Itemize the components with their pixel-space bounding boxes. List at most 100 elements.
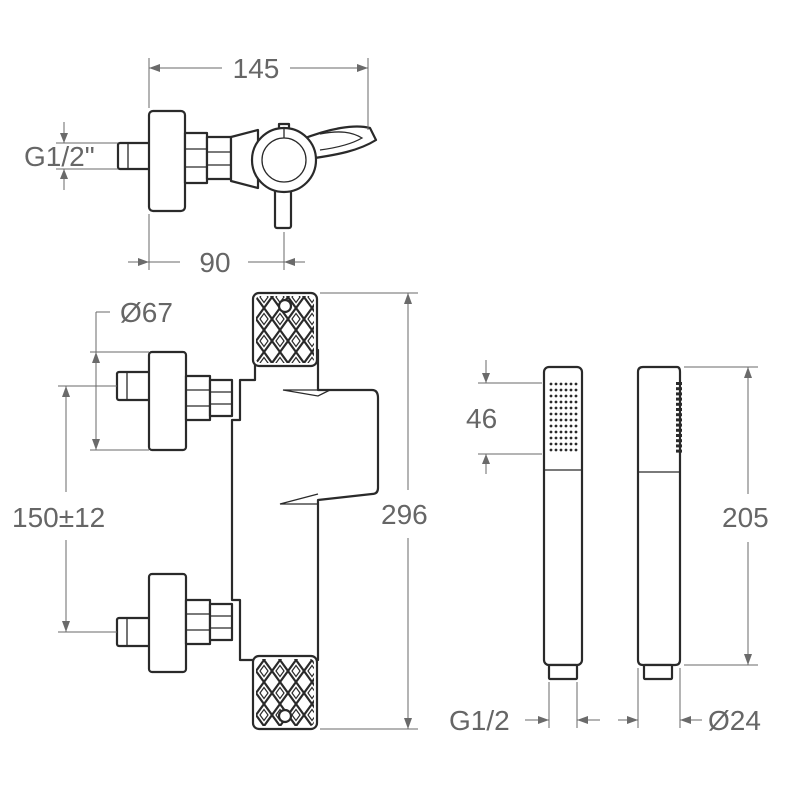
spray-nozzle — [569, 394, 573, 398]
spray-ridge — [676, 402, 682, 406]
spray-nozzle — [559, 436, 563, 440]
spray-ridge — [676, 392, 682, 396]
spray-ridge — [676, 413, 682, 417]
spray-nozzle — [549, 430, 553, 434]
spray-nozzle — [554, 400, 558, 404]
spray-nozzle — [569, 442, 573, 446]
spray-nozzle — [554, 412, 558, 416]
spray-nozzle — [554, 442, 558, 446]
spray-nozzle — [569, 448, 573, 452]
spray-nozzle — [564, 424, 568, 428]
spray-nozzle — [569, 418, 573, 422]
dim-label-hand-shower-diameter: Ø24 — [708, 705, 761, 736]
spray-nozzle — [554, 448, 558, 452]
dim-top-inlet: G1/2" — [24, 122, 118, 190]
spray-nozzle — [574, 442, 578, 446]
spray-nozzle — [569, 412, 573, 416]
spray-nozzle — [564, 406, 568, 410]
spray-nozzle — [554, 430, 558, 434]
dim-label-top-width: 145 — [233, 53, 280, 84]
spray-ridge — [676, 408, 682, 411]
top-view — [116, 109, 378, 230]
spray-ridge — [676, 444, 682, 448]
spray-ridge — [676, 382, 682, 385]
spray-nozzle — [549, 400, 553, 404]
spray-nozzle — [554, 406, 558, 410]
spray-ridge — [676, 418, 682, 422]
dim-label-top-inlet: G1/2" — [24, 141, 95, 172]
spray-nozzle — [549, 382, 553, 386]
spray-nozzle — [559, 448, 563, 452]
spray-nozzle — [569, 388, 573, 392]
spray-nozzle — [549, 448, 553, 452]
spray-nozzle — [574, 400, 578, 404]
spray-nozzle — [559, 400, 563, 404]
spray-nozzle — [549, 442, 553, 446]
dim-label-center-distance: 150±12 — [12, 502, 105, 533]
spray-nozzle — [574, 424, 578, 428]
spray-nozzle — [554, 382, 558, 386]
spray-nozzle — [574, 382, 578, 386]
spray-nozzle — [549, 394, 553, 398]
spray-nozzle — [554, 394, 558, 398]
hand-shower-side — [636, 365, 682, 681]
spray-nozzle — [569, 382, 573, 386]
dim-label-flange-diameter: Ø67 — [120, 297, 173, 328]
spray-nozzle — [574, 388, 578, 392]
side-spray-ridges — [676, 382, 682, 453]
spray-nozzle — [559, 412, 563, 416]
spray-nozzle — [559, 388, 563, 392]
spray-nozzle — [569, 400, 573, 404]
spray-nozzle — [574, 418, 578, 422]
spray-nozzle — [564, 442, 568, 446]
dim-label-height: 296 — [381, 499, 428, 530]
spray-nozzle — [559, 394, 563, 398]
spray-nozzle — [549, 388, 553, 392]
spray-ridge — [676, 423, 682, 427]
dim-label-top-depth: 90 — [199, 247, 230, 278]
spray-nozzle — [559, 430, 563, 434]
dim-hand-shower-thread: G1/2 — [449, 682, 600, 736]
dim-label-hand-shower-thread: G1/2 — [449, 705, 510, 736]
spray-ridge — [676, 428, 682, 432]
spray-nozzle — [569, 406, 573, 410]
spray-nozzle — [564, 394, 568, 398]
spray-nozzle — [549, 406, 553, 410]
spray-nozzle — [564, 448, 568, 452]
spray-nozzle — [564, 388, 568, 392]
spray-nozzle — [574, 406, 578, 410]
spray-nozzle — [559, 442, 563, 446]
dim-center-distance: 150±12 — [12, 385, 117, 633]
front-view — [115, 291, 380, 731]
spray-nozzle — [574, 394, 578, 398]
spray-nozzle — [559, 424, 563, 428]
spray-nozzles — [549, 382, 578, 452]
dim-hand-shower-diameter: Ø24 — [618, 668, 761, 736]
spray-nozzle — [559, 406, 563, 410]
spray-nozzle — [574, 430, 578, 434]
spray-nozzle — [554, 424, 558, 428]
spray-ridge — [676, 449, 682, 453]
spray-ridge — [676, 439, 682, 443]
dim-flange-diameter: Ø67 — [90, 297, 173, 451]
spray-nozzle — [564, 430, 568, 434]
spray-nozzle — [564, 382, 568, 386]
dim-head-length: 46 — [466, 360, 542, 474]
spray-nozzle — [564, 436, 568, 440]
spray-nozzle — [559, 382, 563, 386]
spray-nozzle — [574, 448, 578, 452]
dim-label-head-length: 46 — [466, 403, 497, 434]
dim-hand-shower-length: 205 — [684, 366, 769, 666]
spray-nozzle — [549, 424, 553, 428]
spray-nozzle — [554, 388, 558, 392]
dim-top-width: 145 — [148, 53, 369, 130]
spray-ridge — [676, 397, 682, 401]
dim-label-hand-shower-length: 205 — [722, 502, 769, 533]
hand-shower-front — [542, 365, 584, 681]
spray-nozzle — [564, 418, 568, 422]
spray-nozzle — [554, 436, 558, 440]
spray-ridge — [676, 387, 682, 391]
spray-nozzle — [559, 418, 563, 422]
spray-nozzle — [564, 400, 568, 404]
